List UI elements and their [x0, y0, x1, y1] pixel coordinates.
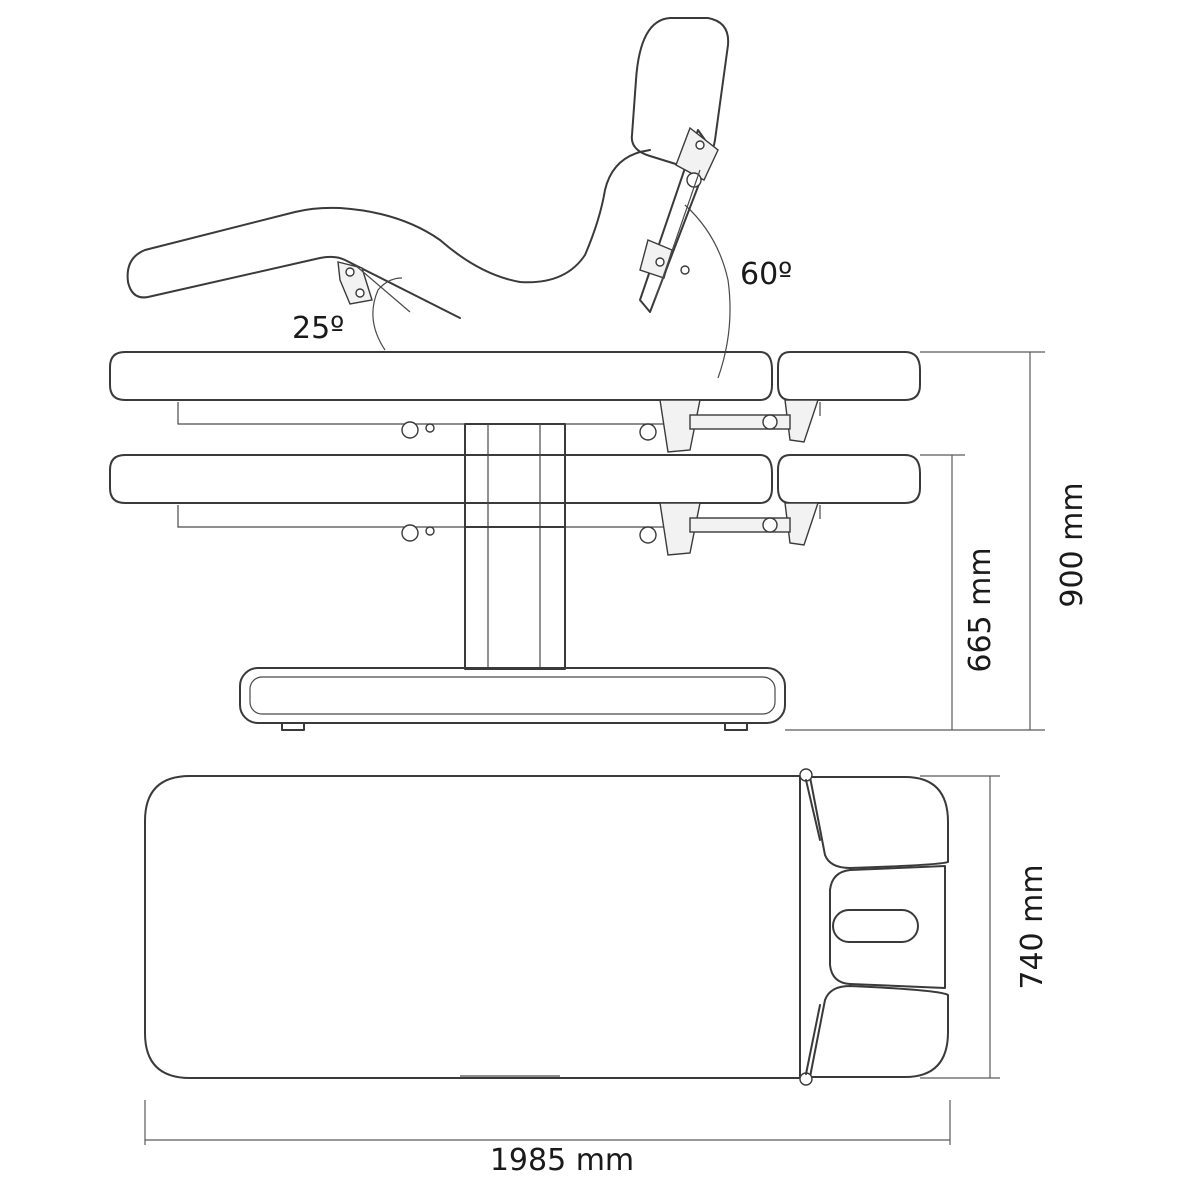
head-section-upper — [777, 351, 921, 401]
back-angle-arc — [684, 204, 731, 379]
leg-cushion — [126, 149, 651, 319]
table-base — [239, 667, 786, 731]
width-label: 740 mm — [1015, 864, 1050, 989]
hinge-bottom — [799, 1004, 821, 1086]
main-table-outline — [144, 775, 801, 1079]
length-label: 1985 mm — [490, 1143, 634, 1178]
head-section-top-left — [809, 776, 949, 869]
height-dimensions — [785, 351, 1045, 731]
length-dimension — [144, 1100, 951, 1145]
table-top-upper — [109, 351, 773, 401]
top-view — [144, 768, 949, 1086]
mechanism-upper — [401, 399, 819, 453]
side-view: 25º 60º — [109, 17, 921, 731]
backrest-cushion — [630, 17, 730, 171]
min-height-label: 665 mm — [963, 547, 998, 672]
back-angle-label: 60º — [740, 257, 792, 292]
leg-hinge-mechanism — [337, 261, 411, 313]
leg-angle-label: 25º — [292, 311, 344, 346]
head-section-center — [829, 865, 946, 989]
table-top-lower — [109, 454, 773, 504]
leg-angle-arc — [372, 277, 403, 351]
hinge-top — [799, 768, 821, 841]
head-section-bottom-left — [809, 985, 949, 1078]
width-dimension — [920, 775, 1000, 1079]
mechanism-lower — [401, 502, 819, 556]
backrest-mechanism — [639, 126, 719, 301]
lift-column — [464, 423, 566, 670]
max-height-label: 900 mm — [1055, 482, 1090, 607]
head-section-lower — [777, 454, 921, 504]
face-hole — [832, 909, 919, 943]
